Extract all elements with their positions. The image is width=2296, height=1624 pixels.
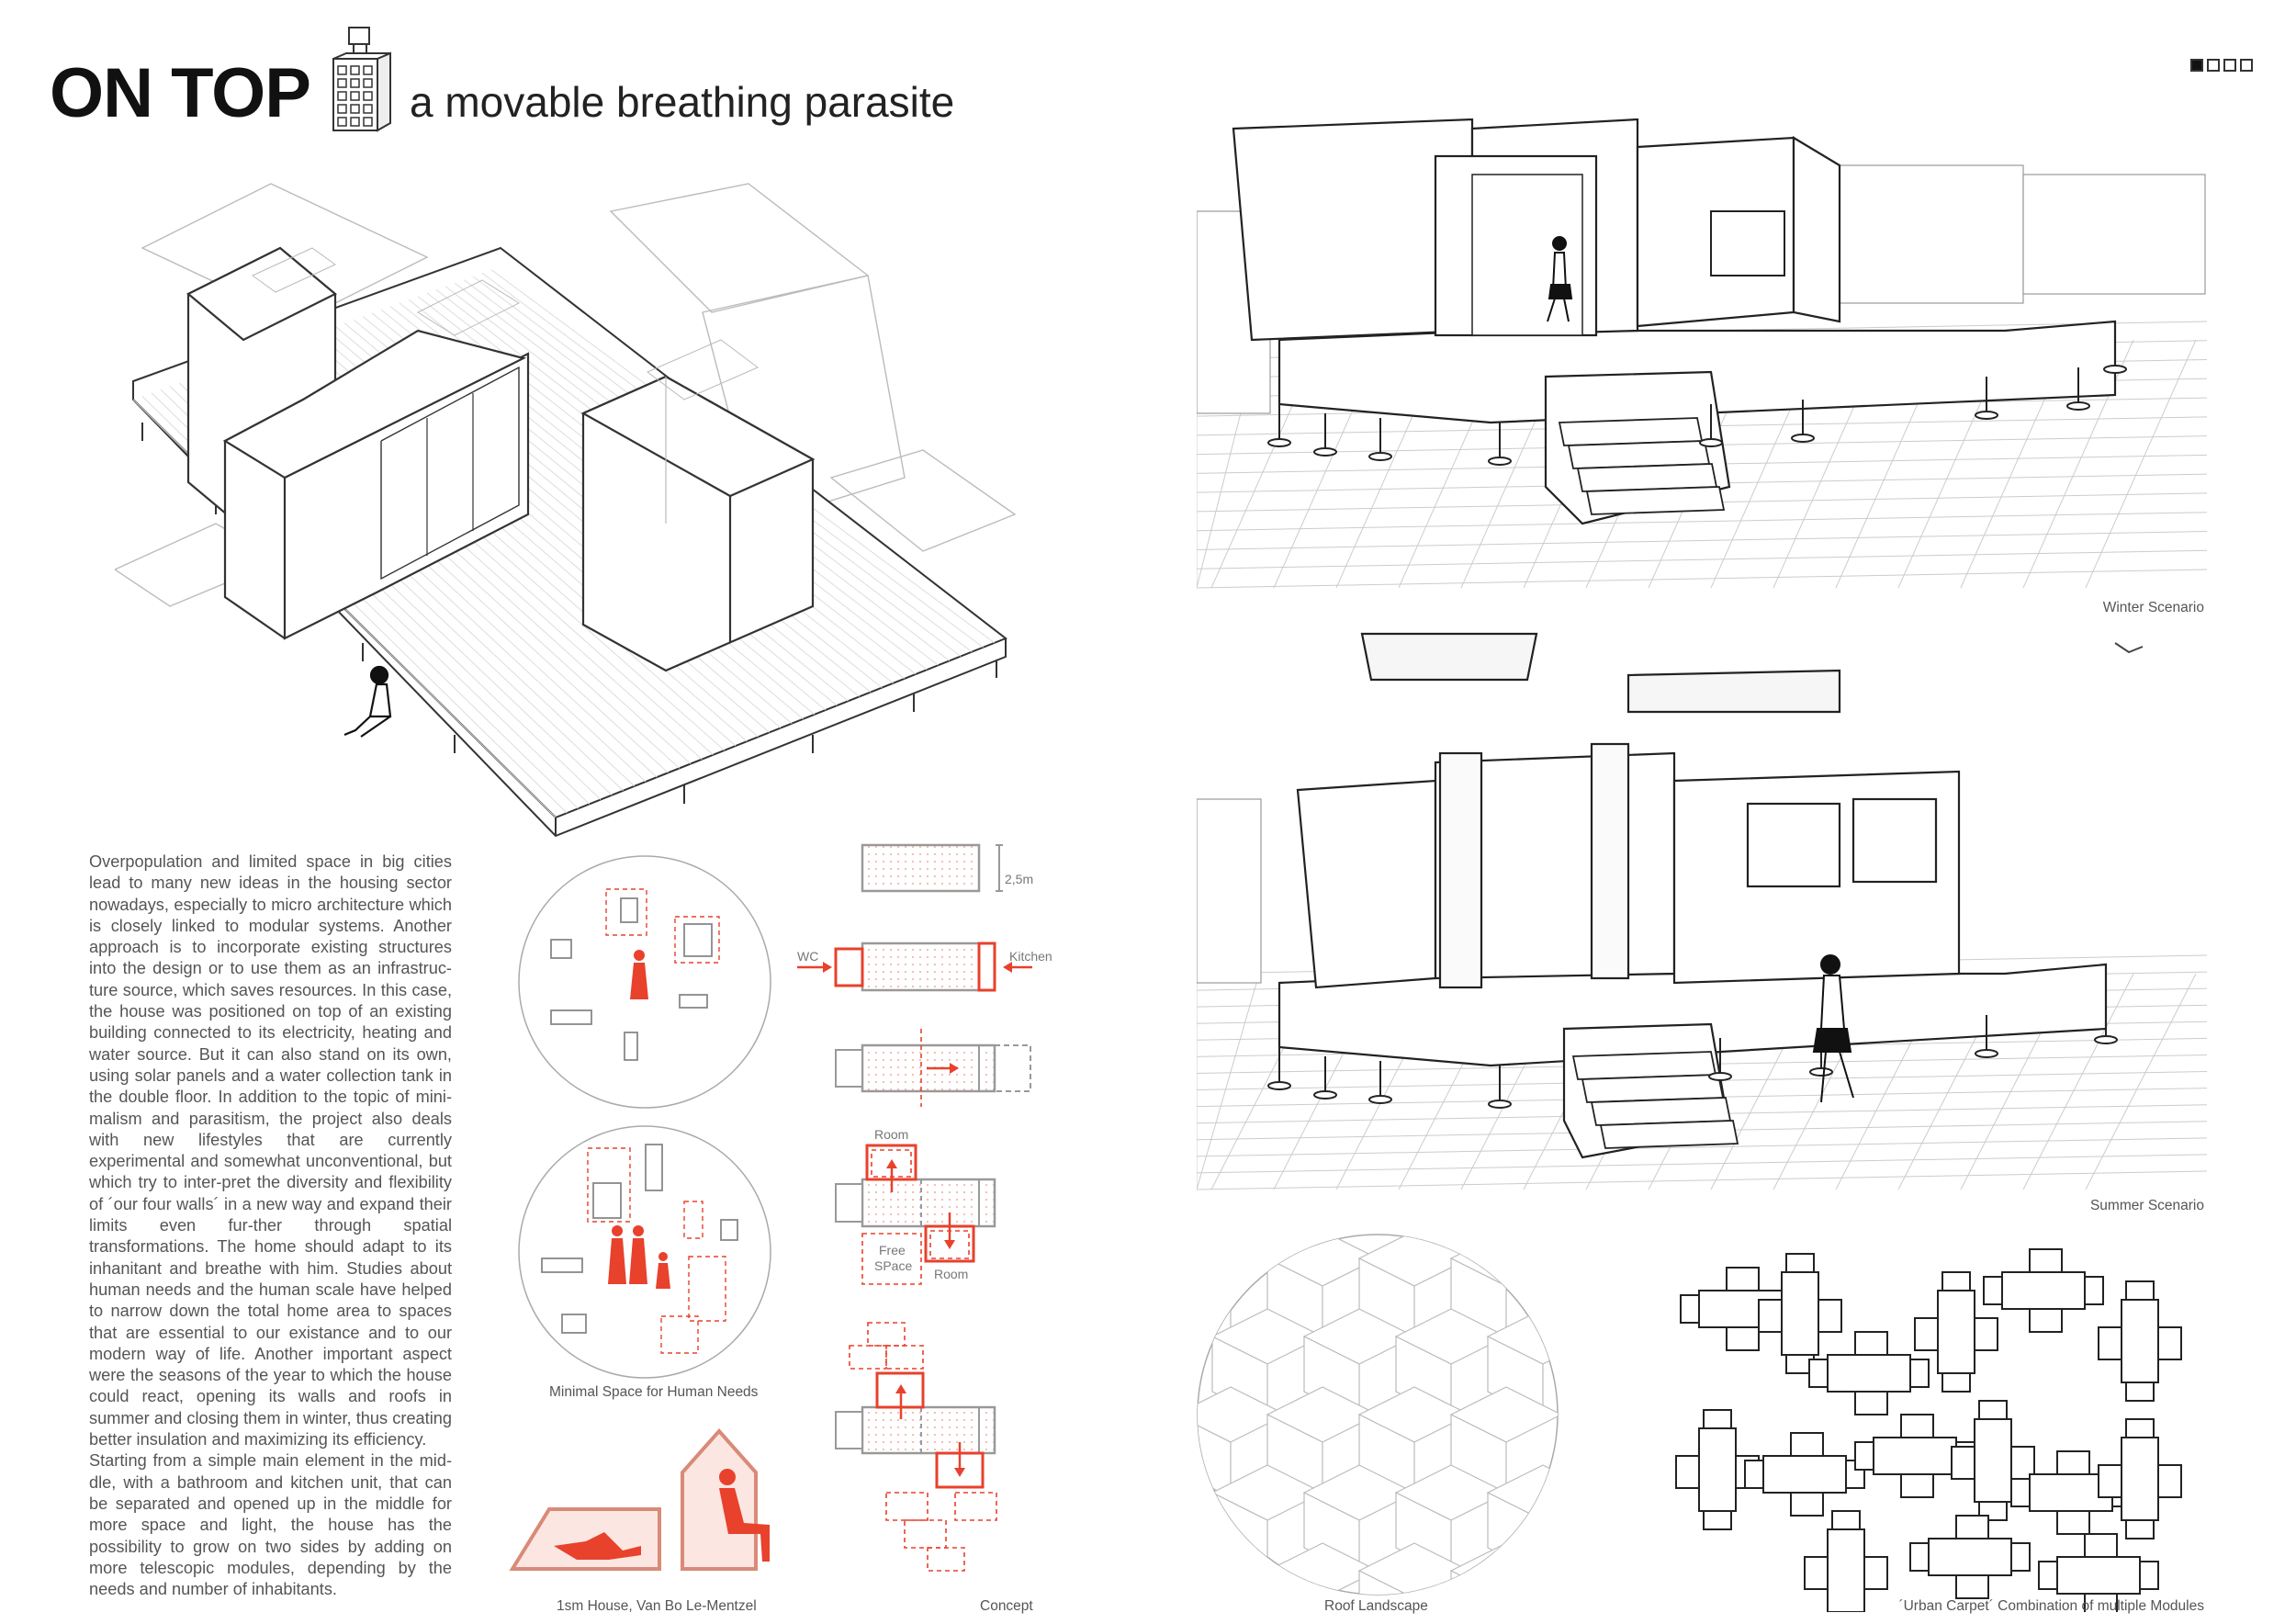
building-with-module-icon [332,27,391,132]
walking-woman-figure [1812,954,1854,1103]
axonometric-house-drawing [115,183,1017,838]
kitchen-label: Kitchen [1009,949,1052,964]
minimal-space-caption: Minimal Space for Human Needs [549,1384,759,1400]
project-description: Overpopulation and limited space in big … [89,851,452,1600]
page-dot-1[interactable] [2190,59,2203,72]
poster-title: ON TOP [50,54,311,132]
page-dot-3[interactable] [2223,59,2236,72]
description-paragraph-2: Starting from a simple main element in t… [89,1451,452,1599]
winter-scenario-caption: Winter Scenario [2102,600,2204,615]
minimal-space-diagram [518,855,771,1379]
human-figures [608,950,670,1289]
page-dot-4[interactable] [2240,59,2253,72]
poster-subtitle: a movable breathing parasite [410,78,955,126]
seated-person-figure [343,665,392,738]
urban-carpet-diagram [1675,1248,2182,1612]
free-space-label-line-2: SPace [874,1258,912,1273]
one-sqm-house-caption: 1sm House, Van Bo Le-Mentzel [557,1598,757,1614]
concept-diagram: 2,5m WC Kitchen Room Free SPace Room [797,843,1052,1572]
walking-person-figure [1547,236,1573,322]
room-bottom-label: Room [934,1267,968,1281]
room-top-label: Room [874,1127,908,1142]
winter-scenario-render [1197,118,2207,589]
one-square-meter-house-drawing [509,1427,770,1571]
roof-landscape-caption: Roof Landscape [1324,1598,1428,1614]
roof-landscape-drawing [1197,1234,1559,1596]
free-space-label-line-1: Free [879,1243,906,1257]
summer-scenario-render [1197,632,2207,1190]
urban-carpet-caption: ´Urban Carpet´ Combination of multiple M… [1898,1598,2204,1614]
concept-caption: Concept [980,1598,1033,1614]
description-paragraph-1: Overpopulation and limited space in big … [89,852,452,1449]
dimension-label: 2,5m [1005,872,1033,886]
page-dot-2[interactable] [2207,59,2220,72]
summer-scenario-caption: Summer Scenario [2089,1198,2204,1213]
wc-label: WC [797,949,818,964]
page-indicator [2190,59,2253,72]
